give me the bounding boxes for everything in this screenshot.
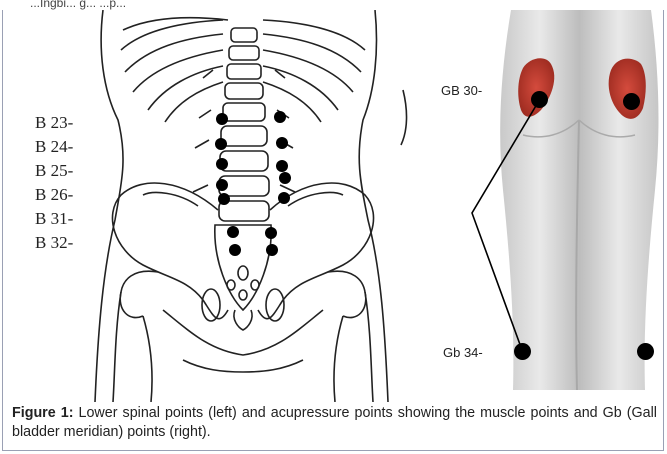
figure-frame: B 23- B 24- B 25- B 26- B 31- B 32- [2,10,664,451]
point-gb30-left [531,91,548,108]
top-snippet: ...Ingbi... g... ...p... [30,0,126,10]
caption-text: Lower spinal points (left) and acupressu… [12,405,657,440]
figure-caption: Figure 1: Lower spinal points (left) and… [12,404,657,442]
gb-connector-lines [3,10,663,402]
point-gb34-left [514,343,531,360]
figure-illustration: B 23- B 24- B 25- B 26- B 31- B 32- [3,10,663,402]
caption-prefix: Figure 1: [12,405,73,421]
point-gb34-right [637,343,654,360]
point-gb30-right [623,93,640,110]
